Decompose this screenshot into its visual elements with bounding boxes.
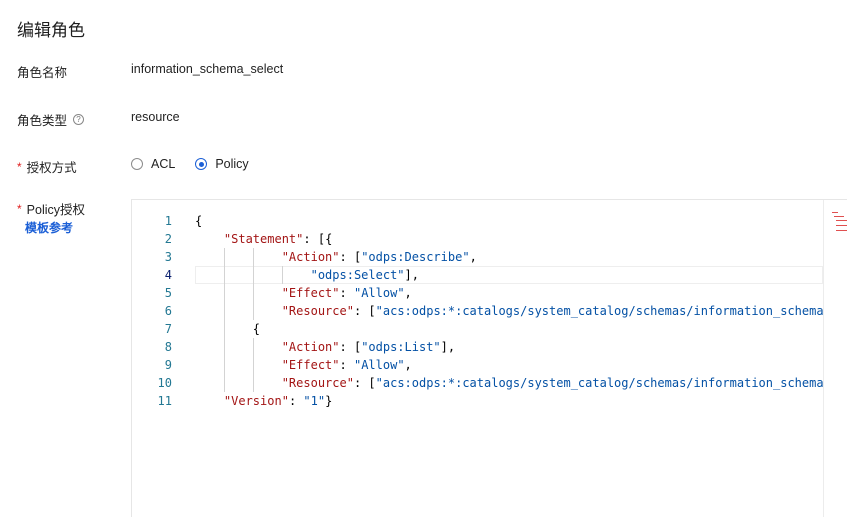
line-number: 8: [164, 340, 172, 354]
line-number: 7: [164, 322, 172, 336]
line-number: 5: [164, 286, 172, 300]
code-line[interactable]: "Action": ["odps:Describe",: [195, 248, 823, 266]
editor-scrollbar[interactable]: [823, 200, 847, 517]
code-line[interactable]: "Resource": ["acs:odps:*:catalogs/system…: [195, 374, 823, 392]
code-line[interactable]: "Statement": [{: [195, 230, 823, 248]
indent-guide: [223, 248, 225, 266]
code-line-text: "Effect": "Allow",: [281, 286, 412, 300]
auth-method-radio-group: ACL Policy: [131, 157, 269, 171]
code-line[interactable]: {: [195, 320, 823, 338]
role-type-value: resource: [131, 110, 180, 124]
code-line[interactable]: "Effect": "Allow",: [195, 356, 823, 374]
code-line[interactable]: "Version": "1"}: [195, 392, 823, 410]
code-line[interactable]: "Resource": ["acs:odps:*:catalogs/system…: [195, 302, 823, 320]
indent-guide: [252, 266, 254, 284]
indent-guide: [223, 266, 225, 284]
page-title: 编辑角色: [17, 21, 85, 40]
minimap-mark: [836, 230, 847, 231]
code-line[interactable]: "odps:Select"],: [195, 266, 823, 284]
indent-guide: [223, 374, 225, 392]
indent-guide: [223, 356, 225, 374]
required-mark: *: [17, 201, 22, 216]
policy-code-editor[interactable]: 1 2 3 4 5 6 7 8 9 10 11 { "Statement": [{ "Action"…: [131, 199, 847, 517]
radio-acl[interactable]: ACL: [131, 157, 175, 171]
line-number: 9: [164, 358, 172, 372]
policy-row: * Policy授权: [0, 199, 847, 223]
question-circle-icon[interactable]: ?: [73, 114, 85, 125]
code-line-text: "odps:Select"],: [310, 268, 419, 282]
indent-guide: [223, 284, 225, 302]
role-type-label-wrap: 角色类型 ?: [17, 110, 85, 129]
code-line-text: "Statement": [{: [223, 232, 333, 246]
code-line-text: "Resource": ["acs:odps:*:catalogs/system…: [281, 304, 823, 318]
policy-label: Policy授权: [26, 203, 86, 217]
line-number: 2: [164, 232, 172, 246]
policy-label-wrap: * Policy授权: [17, 199, 85, 218]
line-number: 3: [164, 250, 172, 264]
radio-acl-circle[interactable]: [131, 158, 143, 170]
indent-guide: [223, 320, 225, 338]
line-number: 4: [164, 268, 172, 282]
code-line-text: {: [195, 322, 261, 336]
minimap-mark: [832, 212, 838, 213]
auth-method-label: 授权方式: [26, 161, 77, 175]
role-name-row: 角色名称 information_schema_select: [0, 62, 847, 86]
code-line-text: {: [195, 214, 203, 228]
role-name-value: information_schema_select: [131, 62, 284, 76]
role-type-label: 角色类型: [17, 114, 68, 128]
radio-acl-label[interactable]: ACL: [151, 157, 176, 171]
minimap-mark: [834, 216, 844, 217]
code-line[interactable]: {: [195, 212, 823, 230]
indent-guide: [252, 284, 254, 302]
minimap-mark: [836, 220, 847, 221]
required-mark: *: [17, 159, 22, 174]
line-number: 11: [157, 394, 172, 408]
indent-guide: [252, 302, 254, 320]
indent-guide: [223, 302, 225, 320]
auth-method-label-wrap: * 授权方式: [17, 157, 77, 176]
role-name-label: 角色名称: [17, 66, 68, 80]
code-line-text: "Resource": ["acs:odps:*:catalogs/system…: [281, 376, 823, 390]
indent-guide: [252, 374, 254, 392]
line-number: 1: [164, 214, 172, 228]
line-number: 10: [157, 376, 172, 390]
code-line[interactable]: "Effect": "Allow",: [195, 284, 823, 302]
radio-policy-circle[interactable]: [195, 158, 208, 170]
role-type-row: 角色类型 ? resource: [0, 110, 847, 134]
code-line-text: "Effect": "Allow",: [281, 358, 412, 372]
line-number-gutter: 1 2 3 4 5 6 7 8 9 10 11: [132, 212, 172, 410]
indent-guide: [252, 248, 254, 266]
radio-policy[interactable]: Policy: [195, 157, 249, 171]
radio-policy-label[interactable]: Policy: [215, 157, 249, 171]
code-line[interactable]: "Action": ["odps:List"],: [195, 338, 823, 356]
indent-guide: [223, 338, 225, 356]
template-reference-link[interactable]: 模板参考: [25, 221, 74, 235]
code-area[interactable]: { "Statement": [{ "Action": ["odps:Descr…: [195, 212, 823, 410]
code-line-text: "Action": ["odps:Describe",: [281, 250, 477, 264]
indent-guide: [252, 356, 254, 374]
line-number: 6: [164, 304, 172, 318]
indent-guide: [252, 338, 254, 356]
auth-method-row: * 授权方式 ACL Policy: [0, 157, 847, 181]
indent-guide: [281, 266, 283, 284]
minimap-mark: [836, 225, 847, 226]
code-line-text: "Version": "1"}: [223, 394, 333, 408]
code-line-text: "Action": ["odps:List"],: [281, 340, 456, 354]
